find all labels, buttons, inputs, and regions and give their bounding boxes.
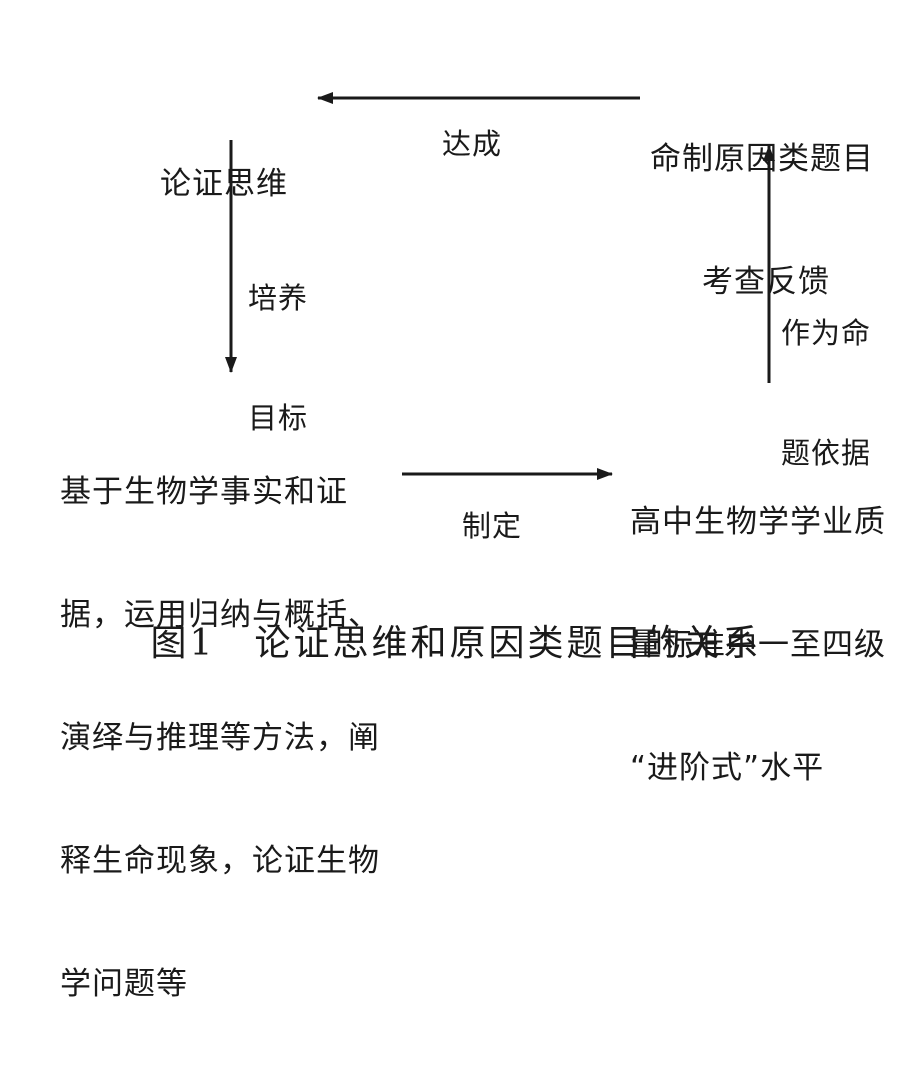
- node-line: 基于生物学事实和证: [60, 474, 348, 510]
- node-line: “进阶式”水平: [630, 750, 825, 786]
- node-line: 释生命现象，论证生物: [60, 843, 380, 879]
- edge-label-formulate: 制定: [462, 426, 522, 626]
- node-line: 命制原因类题目: [650, 141, 874, 177]
- node-competency-description: 基于生物学事实和证 据，运用归纳与概括、 演绎与推理等方法，阐 释生命现象，论证…: [60, 390, 380, 1087]
- node-line: 据，运用归纳与概括、: [60, 597, 380, 633]
- edge-label-question-basis: 作为命 题依据: [781, 233, 871, 553]
- node-line: 论证思维: [160, 166, 288, 202]
- diagram: 论证思维 命制原因类题目 考查反馈 基于生物学事实和证 据，运用归纳与概括、 演…: [60, 44, 886, 1002]
- figure-caption: 图1 论证思维和原因类题目的关系: [150, 623, 762, 664]
- node-argumentative-thinking: 论证思维: [160, 82, 288, 287]
- edge-label-training-goal: 培养 目标: [248, 198, 308, 518]
- node-question-design-feedback: 命制原因类题目 考查反馈: [650, 57, 874, 385]
- node-line: 学问题等: [60, 966, 188, 1002]
- edge-label-achieve: 达成: [442, 44, 502, 244]
- node-line: 量标准中一至四级: [630, 627, 886, 663]
- edge-label-line: 作为命: [781, 316, 872, 350]
- node-line: 高中生物学学业质: [630, 504, 886, 540]
- node-line: 考查反馈: [702, 264, 830, 300]
- node-line: 演绎与推理等方法，阐: [60, 720, 380, 756]
- edge-label-line: 培养: [248, 281, 309, 315]
- edge-label-line: 题依据: [781, 436, 872, 470]
- edge-label-line: 达成: [442, 127, 503, 161]
- edge-label-line: 制定: [462, 509, 523, 543]
- arrow-layer: [225, 92, 775, 480]
- edge-label-line: 目标: [248, 401, 309, 435]
